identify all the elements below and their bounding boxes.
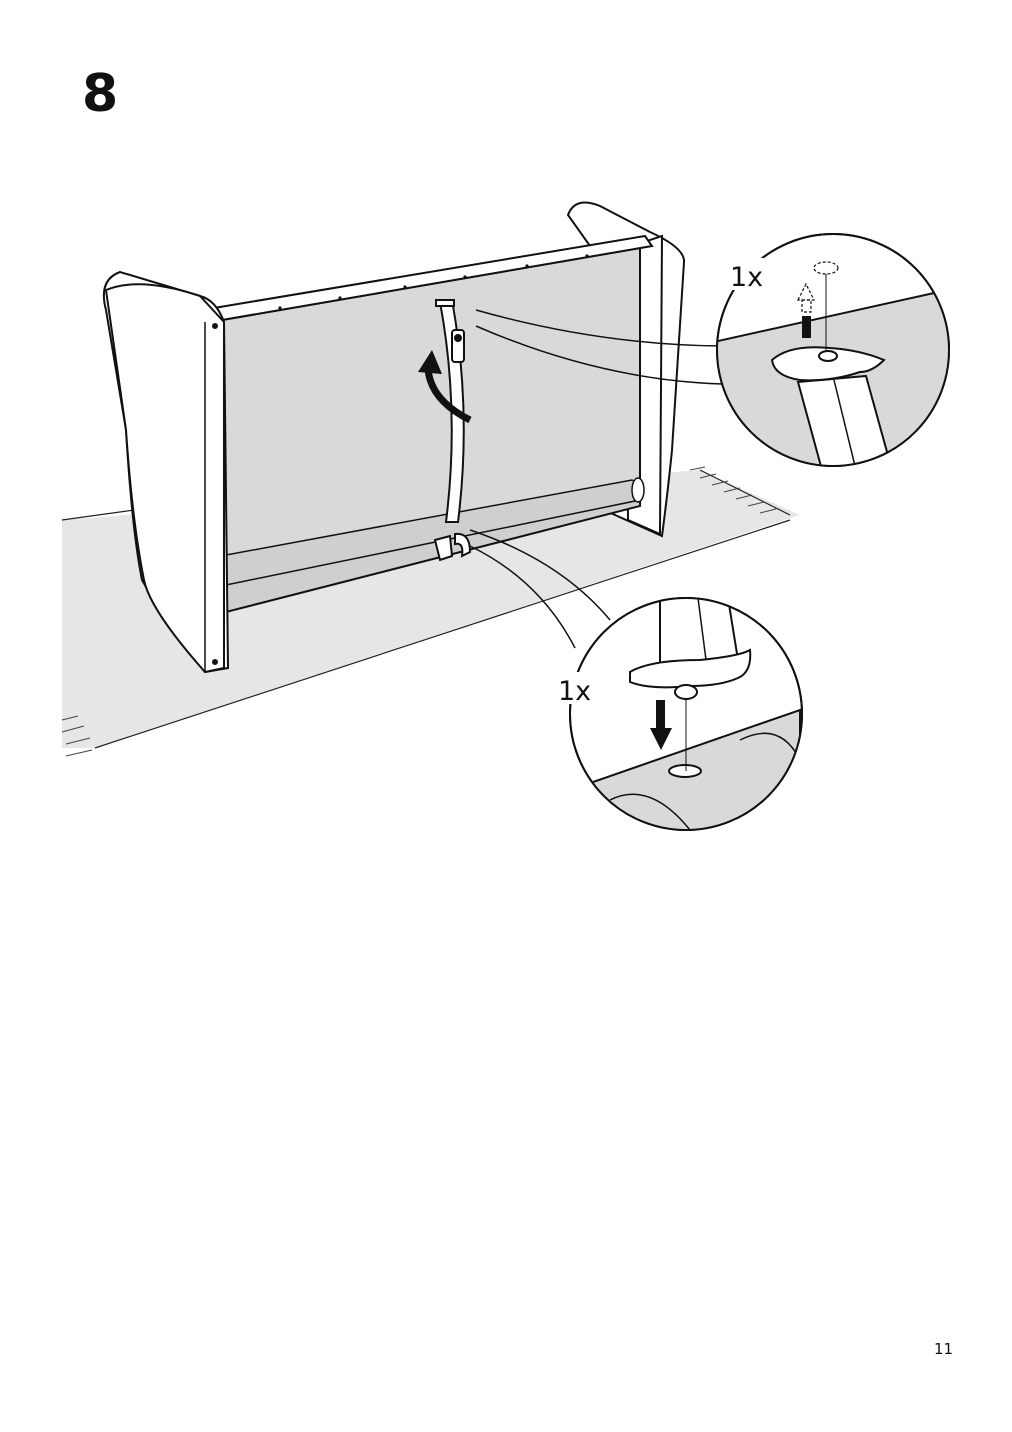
back-panel bbox=[212, 234, 654, 614]
quantity-label-top: 1x bbox=[730, 262, 763, 293]
detail-circle-insert-cap bbox=[569, 597, 803, 831]
quantity-label-bg bbox=[726, 258, 766, 290]
step-number: 8 bbox=[82, 64, 119, 124]
quantity-label-bg bbox=[554, 672, 594, 704]
rotate-arrow-icon bbox=[418, 350, 472, 424]
callout-connectors bbox=[469, 309, 723, 649]
detail-circle-remove-cap bbox=[716, 233, 950, 467]
left-armrest bbox=[102, 270, 230, 674]
assembly-illustration: 1x 1x bbox=[61, 201, 950, 831]
page-number: 11 bbox=[934, 1340, 954, 1358]
quantity-label-bottom: 1x bbox=[558, 676, 591, 707]
